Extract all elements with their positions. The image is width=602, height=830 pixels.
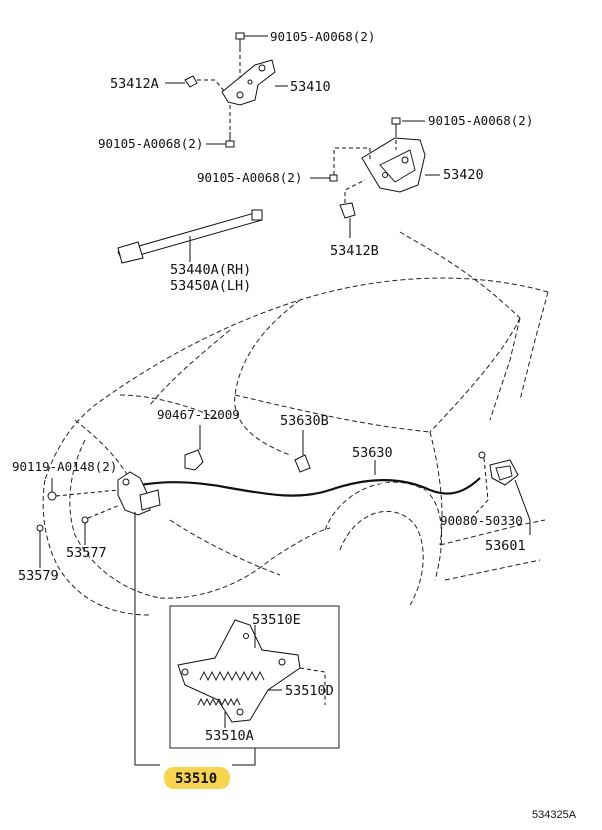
bolt-icon [225,140,235,148]
hinge-rh-part [361,137,426,193]
release-lever-part [489,459,519,486]
lock-area-group [36,471,256,766]
label-hinge-lh: 53410 [290,79,331,95]
label-lock-spring: 53510E [252,612,301,628]
spring-icon [199,670,265,682]
label-bumper-pad: 53577 [66,545,107,561]
label-lock-assy: 53510 [175,771,217,787]
label-support-rh: 53440A(RH) [170,262,251,278]
label-support-lh: 53450A(LH) [170,278,251,294]
bolt-icon [235,32,245,40]
cable-clip-icon [184,449,204,471]
hinge-cover-icon [339,202,356,219]
car-outline [42,231,549,616]
bolt-icon [391,117,401,125]
hood-support-group [117,209,263,264]
label-hinge-rh: 53420 [443,167,484,183]
lock-detail-box [169,605,340,749]
label-lock-lever: 53510A [205,728,254,744]
label-bolt-top: 90105-A0068(2) [270,29,375,44]
hinge-rh-group [310,117,440,238]
label-cable-clamp: 53630B [280,413,329,429]
label-hinge-lh-cover: 53412A [110,76,159,92]
bolt-icon [329,174,338,182]
label-bolt-rh-mid: 90105-A0068(2) [197,170,302,185]
label-clip-cable: 90467-12009 [157,407,240,422]
screw-icon [478,451,486,459]
hinge-cover-icon [184,75,198,88]
label-cushion: 53579 [18,568,59,584]
release-lever-group [469,451,531,535]
diagram-id: 534325A [532,809,577,821]
label-screw-lock: 90119-A0148(2) [12,459,117,474]
release-cable-group [139,425,481,499]
label-lock-plate: 53510D [285,683,334,699]
labels: 90105-A0068(2) 53412A 53410 90105-A0068(… [12,29,577,821]
highlight-badge [164,767,230,789]
lock-plate-part [177,619,301,723]
hinge-lh-group [165,32,288,148]
label-hinge-rh-cover: 53412B [330,243,379,259]
screw-icon [47,491,57,501]
cable-clamp-icon [294,454,311,473]
detail-frame [169,605,340,749]
label-bolt-rh-top: 90105-A0068(2) [428,113,533,128]
label-screw-lever: 90080-50330 [440,513,523,528]
cushion-icon [36,524,44,532]
spring-icon [197,697,241,707]
label-release-lever: 53601 [485,538,526,554]
bumper-pad-icon [81,516,89,524]
label-release-cable: 53630 [352,445,393,461]
label-bolt-lh-lower: 90105-A0068(2) [98,136,203,151]
